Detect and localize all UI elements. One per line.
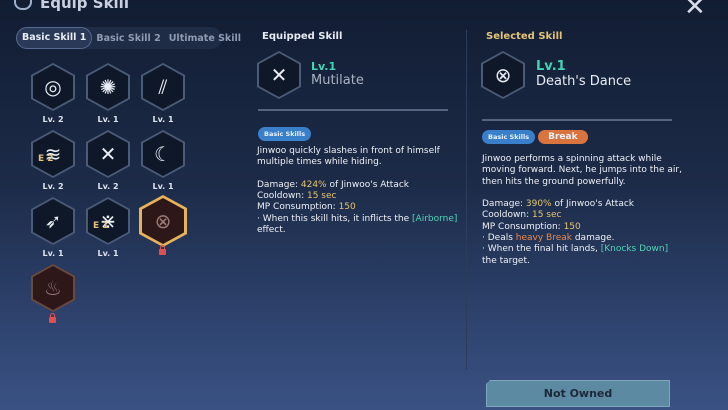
skill-slot[interactable]: ⊗ (139, 195, 187, 255)
selected-details: Jinwoo performs a spinning attack while … (482, 154, 682, 266)
equipped-heading: Equipped Skill (262, 31, 343, 42)
skill-slot[interactable]: ◎ Lv. 2 (31, 63, 75, 124)
skill-slot[interactable]: ➶ Lv. 1 (31, 197, 75, 258)
skill-slot[interactable]: ✕ Lv. 2 (86, 130, 130, 191)
skill-level: Lv. 2 (42, 182, 64, 191)
spin-icon[interactable]: ⊗ (139, 195, 187, 247)
tab-basic-skill-2[interactable]: Basic Skill 2 (96, 32, 161, 44)
eruption-icon[interactable]: ♨ (31, 264, 75, 312)
skill-slot[interactable]: ≋E 2 Lv. 2 (31, 130, 75, 191)
claw-icon[interactable]: ≋E 2 (31, 130, 75, 178)
skill-level: Lv. 2 (42, 115, 64, 124)
skill-level: Lv. 1 (42, 249, 64, 258)
crescent-icon[interactable]: ☾ (141, 130, 185, 178)
skill-level: Lv. 1 (97, 249, 119, 258)
skill-level: Lv. 1 (97, 115, 119, 124)
divider (258, 109, 448, 111)
basic-skills-badge: Basic Skills (258, 127, 312, 141)
enhance-badge: E 2 (38, 154, 54, 164)
twin-blades-icon[interactable]: ⫽ (141, 63, 185, 111)
equipped-details: Jinwoo quickly slashes in front of himse… (257, 146, 458, 236)
skill-slot[interactable]: ⫽ Lv. 1 (141, 63, 185, 124)
selected-level: Lv.1 (536, 59, 566, 74)
selected-heading: Selected Skill (486, 31, 563, 42)
tab-basic-skill-1[interactable]: Basic Skill 1 (16, 27, 93, 49)
close-icon[interactable]: ✕ (684, 0, 706, 22)
equipped-name: Mutilate (311, 73, 364, 88)
skill-level: Lv. 1 (152, 115, 174, 124)
tab-ultimate-skill[interactable]: Ultimate Skill (168, 32, 242, 44)
skill-slot[interactable]: ✺ Lv. 1 (86, 63, 130, 124)
cross-slash-icon[interactable]: ✕ (86, 130, 130, 178)
burst-icon[interactable]: ✺ (86, 63, 130, 111)
lock-icon (49, 313, 56, 323)
slashes-icon[interactable]: ⋇E 1 (86, 197, 130, 245)
skill-logo-icon (14, 0, 32, 10)
swirl-icon[interactable]: ◎ (31, 63, 75, 111)
skill-level: Lv. 1 (152, 182, 174, 191)
selected-name: Death's Dance (536, 74, 632, 89)
equipped-level: Lv.1 (311, 60, 337, 73)
skill-level: Lv. 2 (97, 182, 119, 191)
not-owned-button[interactable]: Not Owned (486, 380, 670, 407)
divider (482, 119, 672, 121)
panel-divider (466, 30, 467, 370)
window-title: Equip Skill (40, 0, 129, 12)
skill-slot[interactable]: ♨ (31, 264, 75, 323)
skill-slot[interactable]: ⋇E 1 Lv. 1 (86, 197, 130, 258)
basic-skills-badge: Basic Skills (482, 130, 536, 144)
enhance-badge: E 1 (93, 221, 109, 231)
selected-skill-icon: ⊗ (481, 51, 525, 99)
break-badge: Break (538, 130, 588, 144)
skill-tabs: Basic Skill 1 Basic Skill 2 Ultimate Ski… (16, 27, 241, 49)
skill-slot[interactable]: ☾ Lv. 1 (141, 130, 185, 191)
lock-icon (159, 245, 166, 255)
arrows-icon[interactable]: ➶ (31, 197, 75, 245)
equipped-skill-icon: ✕ (257, 51, 301, 99)
